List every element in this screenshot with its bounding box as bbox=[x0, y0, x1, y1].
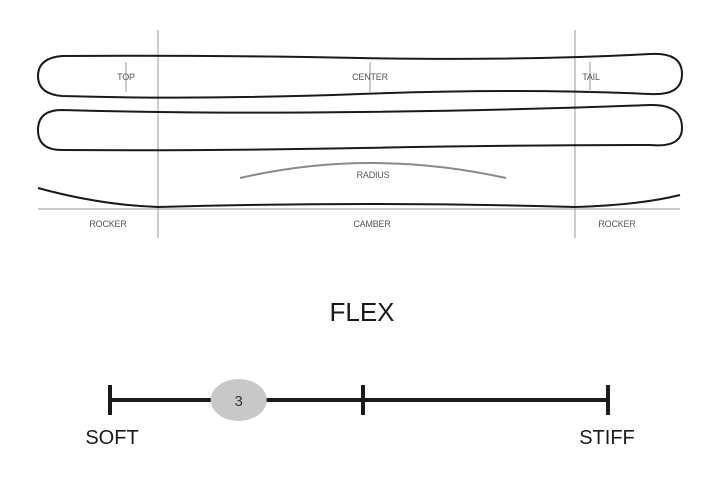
camber-label: CAMBER bbox=[353, 219, 391, 229]
ski-profile-diagram: TOP CENTER TAIL RADIUS ROCKER CAMBER ROC… bbox=[30, 22, 690, 250]
ski-top-view bbox=[36, 52, 684, 99]
flex-rating-panel: FLEX 3 SOFT STIFF bbox=[30, 285, 690, 475]
tail-label: TAIL bbox=[582, 72, 600, 82]
camber-profile-line bbox=[37, 187, 681, 209]
rating-value: 3 bbox=[234, 393, 242, 410]
flex-title: FLEX bbox=[329, 297, 394, 327]
ski-base-view bbox=[36, 103, 684, 152]
rocker-left-label: ROCKER bbox=[89, 219, 127, 229]
center-label: CENTER bbox=[352, 72, 389, 82]
rating-bubble bbox=[210, 379, 267, 421]
flex-rating-marker: 3 bbox=[210, 379, 267, 421]
sidecut-radius-arc bbox=[239, 162, 507, 179]
soft-label: SOFT bbox=[85, 427, 138, 449]
stiff-label: STIFF bbox=[579, 427, 635, 449]
rocker-right-label: ROCKER bbox=[598, 219, 636, 229]
top-label: TOP bbox=[117, 72, 135, 82]
flex-scale-svg: FLEX 3 SOFT STIFF bbox=[85, 297, 634, 449]
radius-label: RADIUS bbox=[357, 170, 390, 180]
ski-profile-svg: TOP CENTER TAIL RADIUS ROCKER CAMBER ROC… bbox=[36, 30, 684, 238]
